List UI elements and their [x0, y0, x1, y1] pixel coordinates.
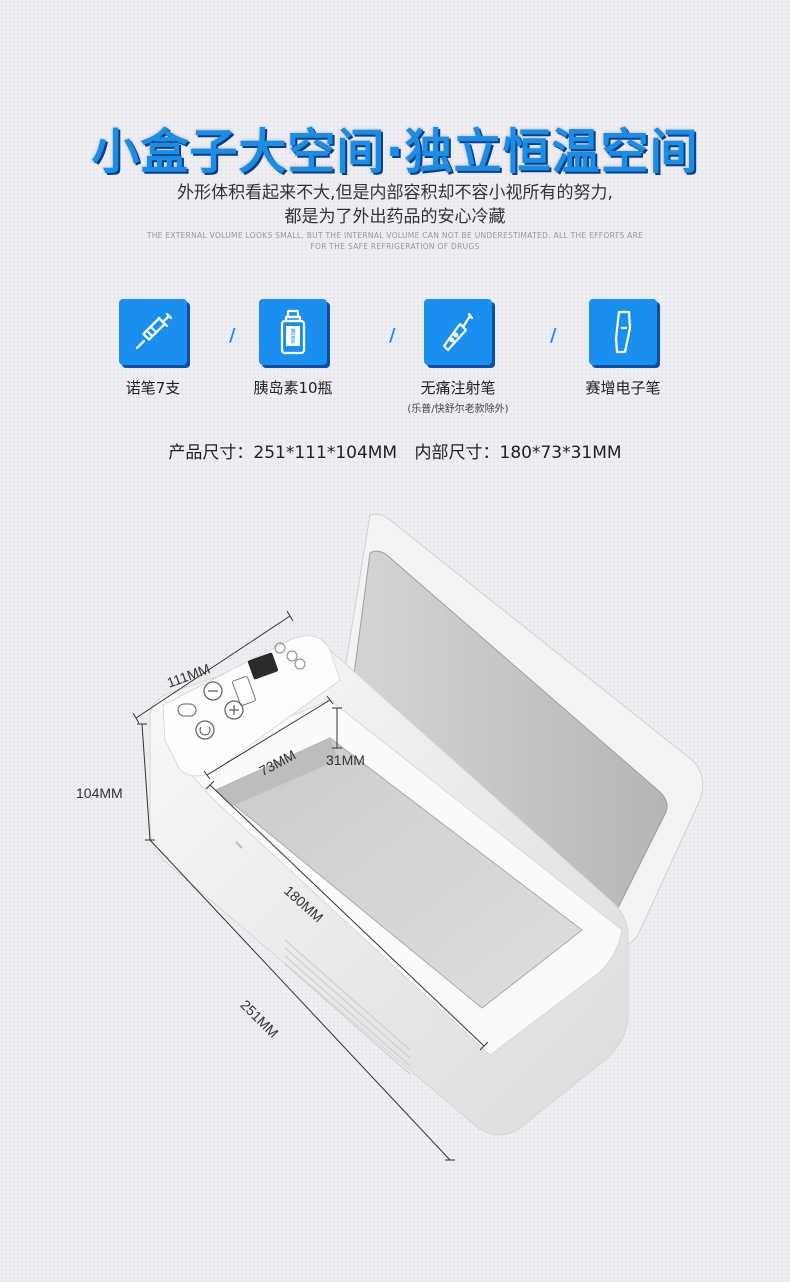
insulin-bottle-icon: 胰 岛 素 [259, 299, 327, 365]
syringe-icon [119, 299, 187, 365]
separator: / [229, 325, 236, 346]
size-row: 产品尺寸：251*111*104MM 内部尺寸：180*73*31MM [0, 438, 790, 463]
mode-button[interactable] [177, 703, 197, 717]
capacity-label: 赛增电子笔 [585, 379, 661, 397]
power-button[interactable] [195, 720, 215, 740]
capacity-item-epen: 赛增电子笔 [548, 299, 698, 398]
product-illustration: 111MM 104MM 251MM 73MM 31MM 180MM [76, 513, 704, 1161]
status-icon [274, 642, 286, 654]
height-dimension: 104MM [76, 785, 123, 801]
dimension-lines [132, 610, 489, 1161]
english-subtitle-line-1: THE EXTERNAL VOLUME LOOKS SMALL, BUT THE… [146, 231, 644, 240]
status-icon [294, 658, 306, 670]
status-icon [286, 650, 298, 662]
svg-text:素: 素 [290, 338, 295, 345]
lcd-display [247, 652, 279, 680]
subtitle-line-1: 外形体积看起来不大,但是内部容积却不容小视所有的努力, [177, 183, 613, 203]
inner-depth-dimension: 31MM [326, 752, 365, 768]
subtitle-line-2: 都是为了外出药品的安心冷藏 [284, 207, 506, 227]
separator: / [389, 325, 396, 346]
battery-indicator [232, 676, 256, 706]
capacity-label: 胰岛素10瓶 [253, 379, 333, 397]
capacity-item-syringe: 诺笔7支 [78, 299, 228, 398]
english-subtitle-line-2: FOR THE SAFE REFRIGERATION OF DRUGS [310, 242, 480, 251]
inner-tray [215, 737, 583, 1009]
capacity-item-insulin: 胰 岛 素 胰岛素10瓶 [218, 299, 368, 398]
plus-button[interactable] [224, 700, 244, 720]
capacity-icon-row: 诺笔7支 / 胰 岛 素 胰岛素10瓶 / [0, 299, 790, 419]
length-dimension: 251MM [237, 997, 281, 1041]
minus-button[interactable] [203, 681, 223, 701]
capacity-note: (乐普/快舒尔老款除外) [407, 404, 509, 415]
capacity-item-injector: 无痛注射笔 (乐普/快舒尔老款除外) [383, 299, 533, 415]
capacity-label: 诺笔7支 [125, 379, 181, 397]
inner-size: 内部尺寸：180*73*31MM [414, 443, 622, 463]
needle-free-injector-icon [424, 299, 492, 365]
page-title: 小盒子大空间·独立恒温空间 [91, 124, 699, 180]
electronic-pen-icon [589, 299, 657, 365]
control-panel [162, 635, 341, 777]
product-size: 产品尺寸：251*111*104MM [168, 443, 398, 463]
vent-grille [284, 939, 411, 1075]
svg-text:岛: 岛 [290, 333, 295, 340]
separator: / [550, 325, 557, 346]
svg-text:胰: 胰 [290, 328, 295, 335]
capacity-label: 无痛注射笔 [420, 379, 496, 397]
